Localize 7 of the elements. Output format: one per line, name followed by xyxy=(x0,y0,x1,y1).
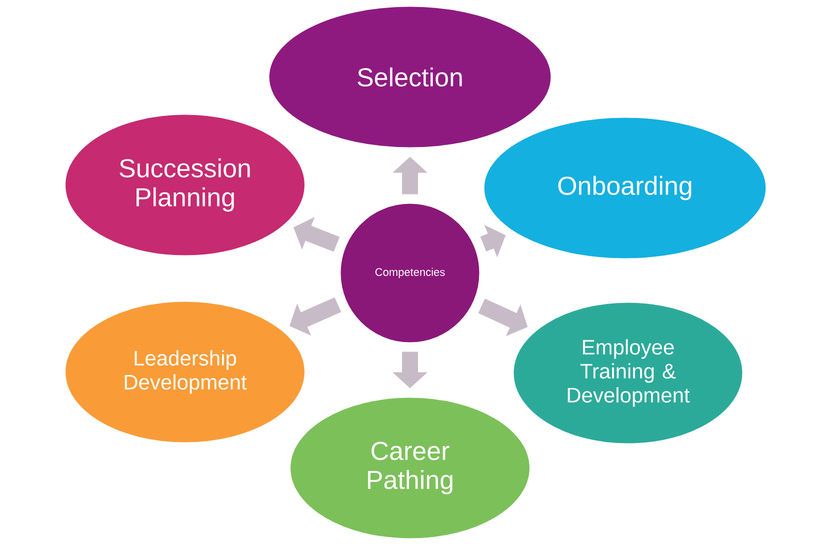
ellipse-node: Employee Training & Development xyxy=(512,301,744,445)
ellipse-node: Selection xyxy=(268,5,552,149)
ellipse-node: Career Pathing xyxy=(289,396,531,540)
ellipse-node: Onboarding xyxy=(482,116,768,260)
ellipse-node: Leadership Development xyxy=(64,300,306,444)
ellipse-node: Succession Planning xyxy=(64,113,306,257)
block-arrow xyxy=(290,297,342,336)
